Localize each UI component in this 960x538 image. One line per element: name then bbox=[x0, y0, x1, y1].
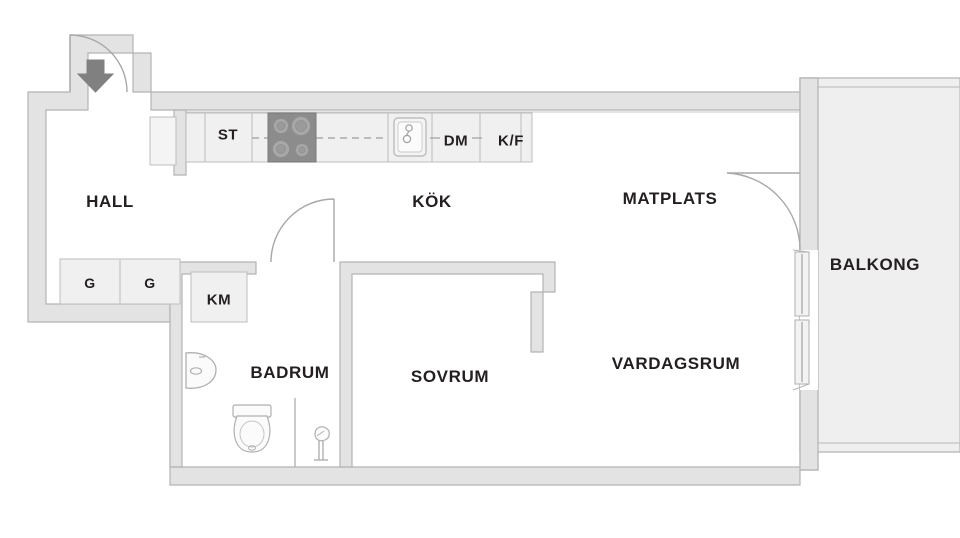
stove-cooktop-icon bbox=[267, 112, 317, 163]
fixture-label-km: KM bbox=[206, 291, 232, 309]
room-label-kok: KÖK bbox=[412, 192, 452, 211]
fixture-label-kf: K/F bbox=[498, 132, 524, 150]
sovrum-right-stub-wall bbox=[530, 291, 544, 353]
hall-tall-cabinet bbox=[149, 116, 177, 166]
fixture-label-garderob-1: G bbox=[84, 275, 96, 291]
wardrobe-1 bbox=[59, 258, 121, 305]
fixture-label-garderob-2: G bbox=[144, 275, 156, 291]
counter-filler bbox=[520, 112, 533, 163]
balcony-door-swing-icon bbox=[726, 172, 801, 251]
bathroom-door-swing-icon bbox=[270, 198, 335, 263]
bathroom-fixtures-group bbox=[185, 352, 330, 467]
washing-machine-km bbox=[190, 271, 248, 323]
fixture-label-st: ST bbox=[217, 126, 239, 144]
wardrobe-2 bbox=[119, 258, 181, 305]
room-label-vardagsrum: VARDAGSRUM bbox=[611, 354, 741, 373]
down-arrow-entry-icon bbox=[76, 59, 115, 93]
room-label-sovrum: SOVRUM bbox=[410, 367, 490, 386]
balcony-door-leaf-group bbox=[792, 249, 810, 391]
doors-group bbox=[69, 34, 801, 263]
wardrobes-group bbox=[59, 258, 181, 305]
fixture-label-dm: DM bbox=[443, 132, 469, 150]
room-label-badrum: BADRUM bbox=[250, 363, 330, 382]
kitchen-sink-icon bbox=[393, 117, 427, 157]
washbasin-icon bbox=[185, 352, 217, 389]
kitchen-counter-group bbox=[149, 112, 533, 166]
bathroom-sovrum-wall bbox=[339, 261, 556, 468]
toilet-icon bbox=[232, 404, 272, 453]
room-label-hall: HALL bbox=[86, 192, 134, 211]
shower-icon bbox=[314, 426, 330, 461]
room-label-balkong: BALKONG bbox=[829, 255, 921, 274]
entry-door-swing-icon bbox=[69, 34, 128, 93]
room-label-matplats: MATPLATS bbox=[622, 189, 718, 208]
